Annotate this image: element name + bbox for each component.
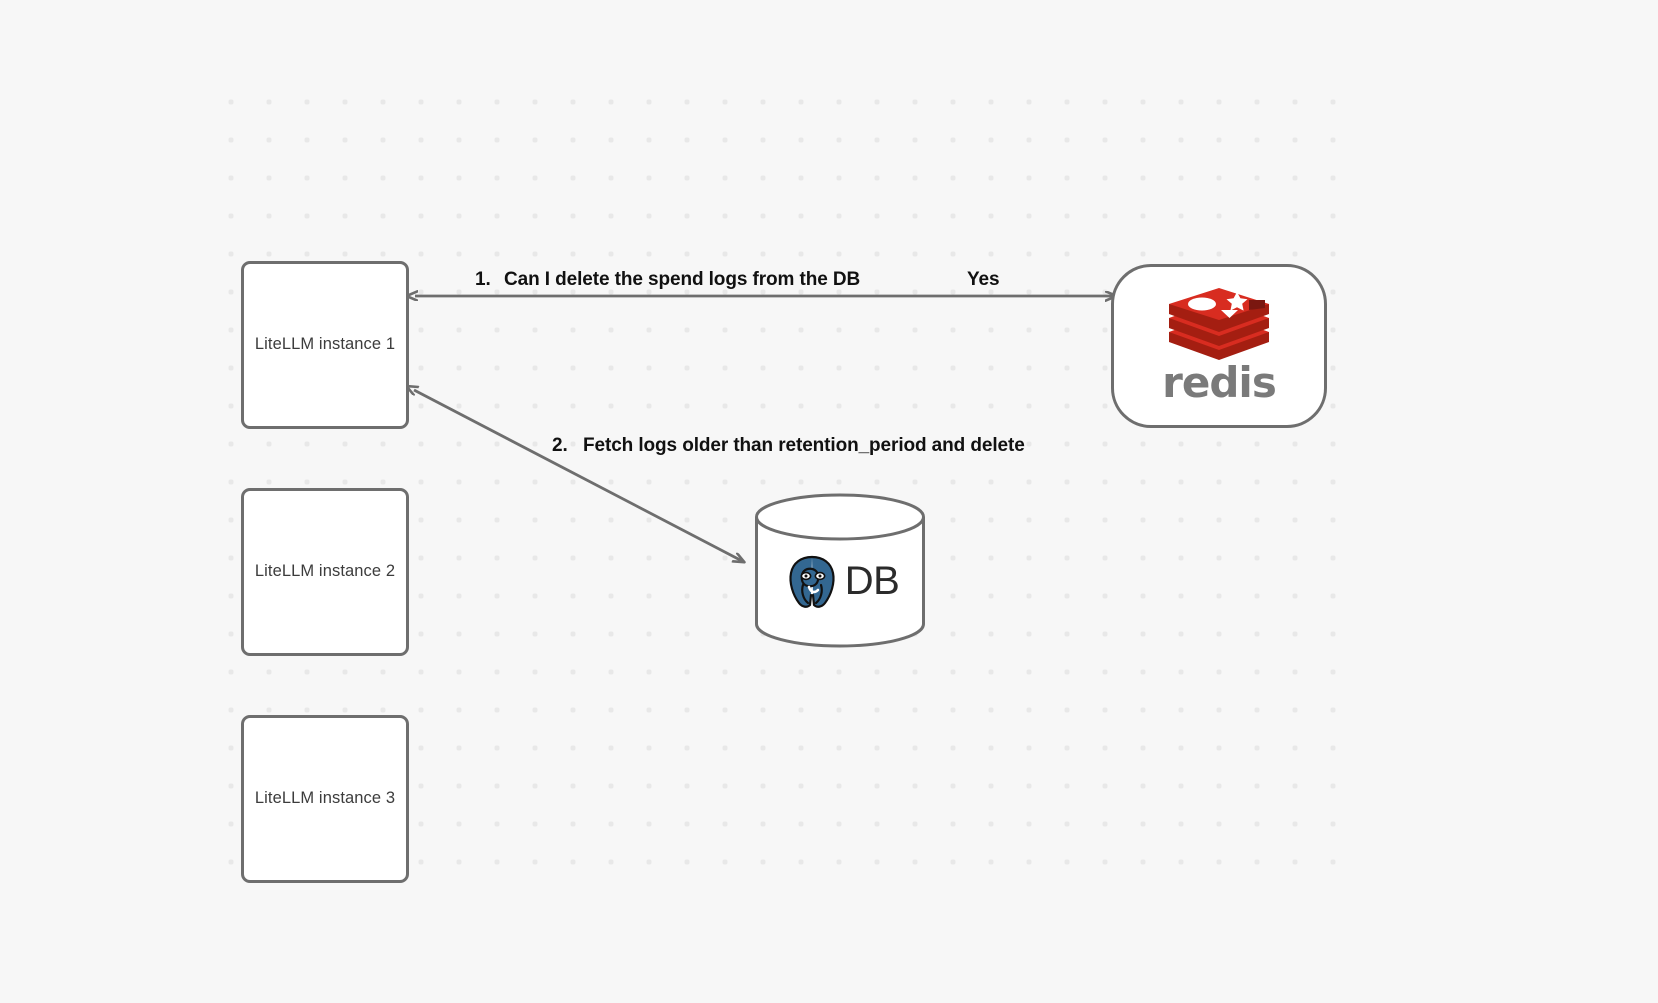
node-litellm-instance-3[interactable]: LiteLLM instance 3 [241,715,409,883]
postgresql-elephant-icon [781,551,843,613]
node-litellm-instance-2[interactable]: LiteLLM instance 2 [241,488,409,656]
edge-2-number: 2. [552,435,568,456]
redis-logo-icon [1165,288,1273,360]
db-label: DB [844,559,900,603]
node-redis[interactable]: redis [1111,264,1327,428]
edge-2-label: Fetch logs older than retention_period a… [583,435,1025,456]
node-litellm-instance-3-label: LiteLLM instance 3 [254,789,396,808]
edge-1-label: Can I delete the spend logs from the DB [504,269,861,290]
node-litellm-instance-2-label: LiteLLM instance 2 [254,562,396,581]
edge-1-reply-label: Yes [967,269,1000,290]
node-litellm-instance-1[interactable]: LiteLLM instance 1 [241,261,409,429]
redis-wordmark-label: redis [1162,358,1277,407]
edge-1-number: 1. [475,269,491,290]
cylinder-shape [755,493,925,648]
edge-litellm1-db [414,390,744,562]
node-litellm-instance-1-label: LiteLLM instance 1 [254,335,396,354]
node-db[interactable]: DB [753,493,927,648]
